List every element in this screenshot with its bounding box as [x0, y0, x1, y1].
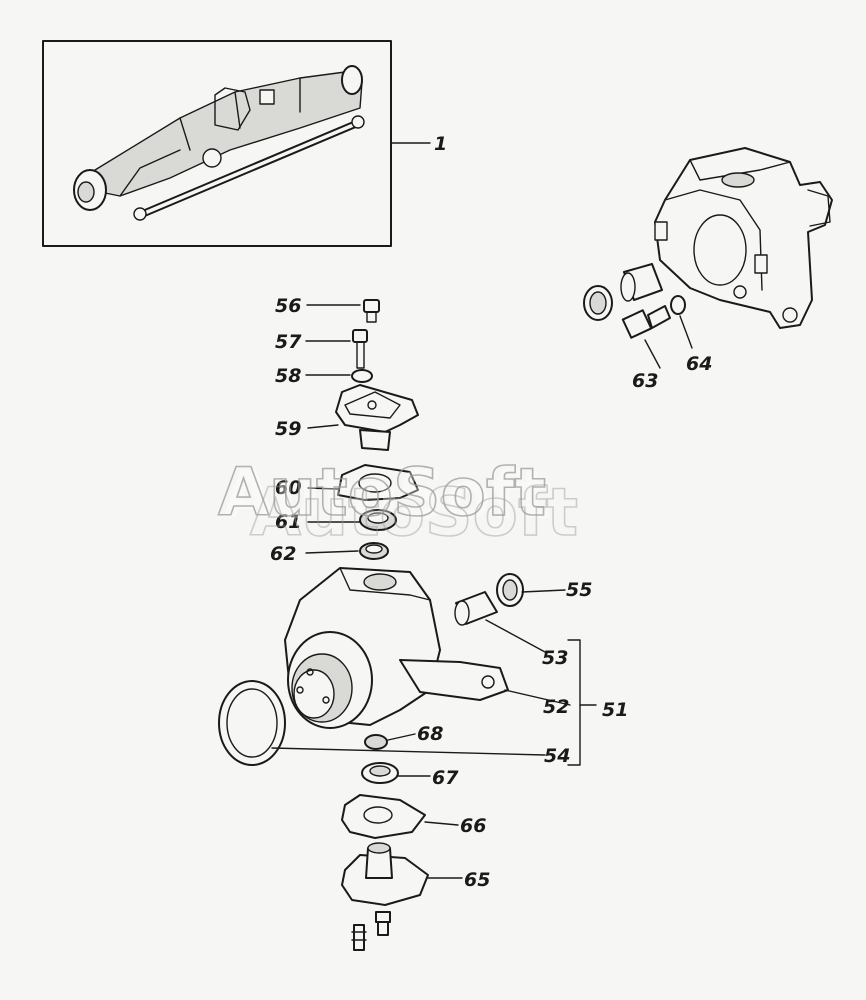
- label-63: 63: [632, 370, 658, 392]
- leader-54: [271, 747, 546, 756]
- leader-55: [521, 589, 566, 593]
- label-57: 57: [275, 331, 302, 353]
- watermark-fill: AutoSoft: [223, 457, 551, 534]
- label-1: 1: [434, 133, 447, 155]
- label-60: 60: [275, 477, 301, 499]
- label-67: 67: [432, 767, 459, 789]
- part-57: [352, 329, 368, 343]
- label-58: 58: [275, 365, 301, 387]
- leader-52: [504, 689, 571, 706]
- leader-60: [307, 487, 339, 490]
- label-56: 56: [275, 295, 301, 317]
- part-66: [341, 794, 426, 839]
- leader-62: [305, 550, 359, 554]
- label-55: 55: [566, 579, 592, 601]
- leader-66: [424, 821, 459, 826]
- label-52: 52: [543, 696, 569, 718]
- label-61: 61: [275, 511, 301, 533]
- label-68: 68: [417, 723, 443, 745]
- label-51: 51: [602, 699, 628, 721]
- leader-68: [387, 733, 416, 741]
- part-54: [218, 680, 286, 766]
- label-65: 65: [464, 869, 490, 891]
- exploded-column: [218, 299, 597, 951]
- part-52-knuckle: [284, 567, 571, 729]
- part-68: [364, 734, 388, 750]
- part-58: [351, 369, 373, 383]
- axle-assembly-inset: [42, 40, 431, 247]
- label-62: 62: [270, 543, 296, 565]
- part-56: [363, 299, 380, 313]
- label-59: 59: [275, 418, 301, 440]
- leader-63: [644, 339, 661, 369]
- part-59: [335, 384, 419, 433]
- leader-53: [485, 619, 546, 653]
- leader-64: [679, 315, 693, 349]
- label-53: 53: [542, 647, 568, 669]
- label-66: 66: [460, 815, 486, 837]
- leader-59: [307, 424, 339, 429]
- part-60: [337, 464, 419, 501]
- knuckle-housing-detail: [583, 147, 833, 369]
- watermark-outline: AutoSoft: [218, 454, 546, 531]
- label-54: 54: [544, 745, 570, 767]
- label-64: 64: [686, 353, 712, 375]
- watermark-shadow: AutoSoft: [250, 474, 578, 551]
